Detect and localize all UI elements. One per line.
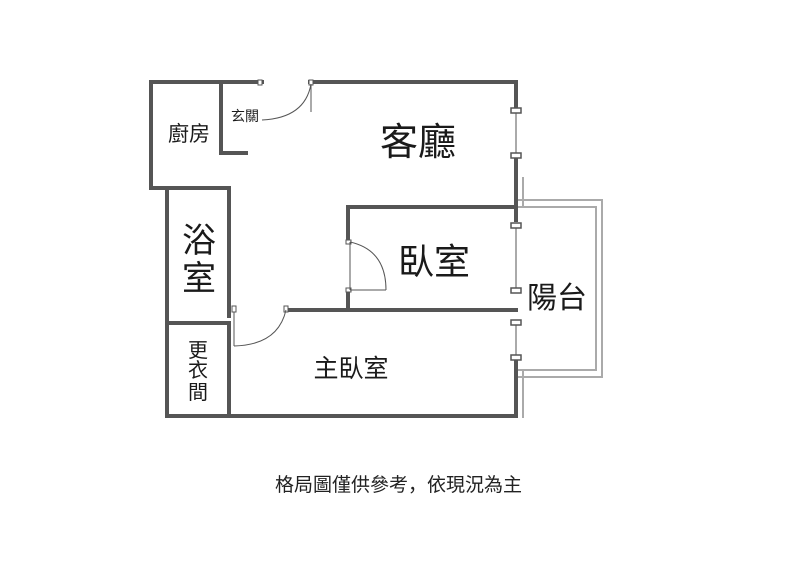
room-label-closet-line2: 衣	[188, 358, 208, 382]
footer-note: 格局圖僅供參考，依現況為主	[274, 474, 522, 496]
room-label-closet-line3: 間	[188, 380, 208, 404]
room-label-bedroom: 臥室	[398, 242, 470, 283]
room-label-master-bedroom: 主臥室	[313, 354, 388, 383]
room-label-closet-line1: 更	[188, 338, 208, 362]
room-label-living-room: 客廳	[380, 120, 456, 164]
master-bedroom-door	[231, 305, 289, 347]
room-label-bathroom-line1: 浴	[182, 221, 216, 261]
room-label-bathroom-line2: 室	[182, 259, 216, 299]
windows	[510, 107, 522, 361]
walls	[149, 80, 518, 418]
bedroom-door	[345, 239, 387, 293]
entrance-door	[257, 79, 314, 121]
room-label-kitchen: 廚房	[168, 122, 210, 146]
room-label-balcony: 陽台	[527, 281, 587, 316]
room-label-entrance: 玄關	[231, 108, 259, 125]
